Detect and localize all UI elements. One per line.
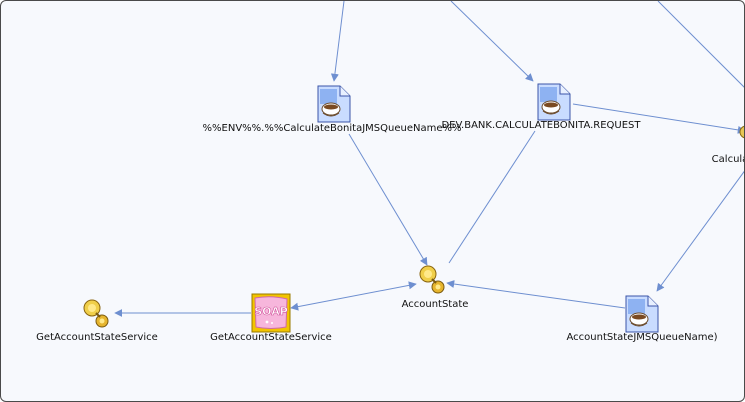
- node-env-queue-label: %%ENV%%.%%CalculateBonitaJMSQueueName%%: [202, 123, 462, 134]
- node-account-state-queue[interactable]: [624, 294, 660, 334]
- edge-env-queue-to-account-state[interactable]: [348, 133, 428, 266]
- node-soap-service-label: GetAccountStateService: [210, 332, 332, 343]
- node-get-account-service[interactable]: [79, 297, 113, 329]
- edge-queue-to-account-state[interactable]: [446, 280, 626, 309]
- node-soap-service[interactable]: SOAP: [251, 293, 291, 333]
- edge-right-to-account-state-queue[interactable]: [656, 169, 745, 292]
- node-dev-bank-queue-label: DEV.BANK.CALCULATEBONITA.REQUEST: [441, 120, 641, 131]
- edge-top-to-dev-bank-queue[interactable]: [450, 1, 534, 82]
- edge-top-to-env-queue[interactable]: [330, 1, 345, 82]
- node-account-state-queue-label: AccountStateJMSQueueName): [566, 332, 718, 343]
- node-env-queue[interactable]: [316, 84, 352, 124]
- node-calcula[interactable]: [737, 123, 744, 143]
- edge-dev-bank-to-calcula[interactable]: [572, 103, 745, 134]
- jms-queue-document-icon: [317, 85, 351, 123]
- jms-queue-document-icon: [625, 295, 659, 333]
- edge-dev-bank-to-account-state[interactable]: [448, 130, 536, 264]
- edge-account-state-soap[interactable]: [290, 281, 417, 311]
- node-get-account-service-label: GetAccountStateService: [36, 332, 158, 343]
- soap-badge-text: SOAP: [254, 305, 288, 318]
- soap-icon: SOAP: [251, 293, 291, 333]
- node-calcula-label: Calcula: [711, 154, 745, 165]
- node-account-state[interactable]: [415, 263, 449, 295]
- node-dev-bank-queue[interactable]: [536, 82, 572, 122]
- service-icon: [739, 125, 744, 139]
- jms-queue-document-icon: [537, 83, 571, 121]
- service-connector-icon: [419, 265, 445, 294]
- service-connector-icon: [83, 299, 109, 328]
- edge-top-right[interactable]: [657, 1, 745, 89]
- node-account-state-label: AccountState: [401, 299, 469, 310]
